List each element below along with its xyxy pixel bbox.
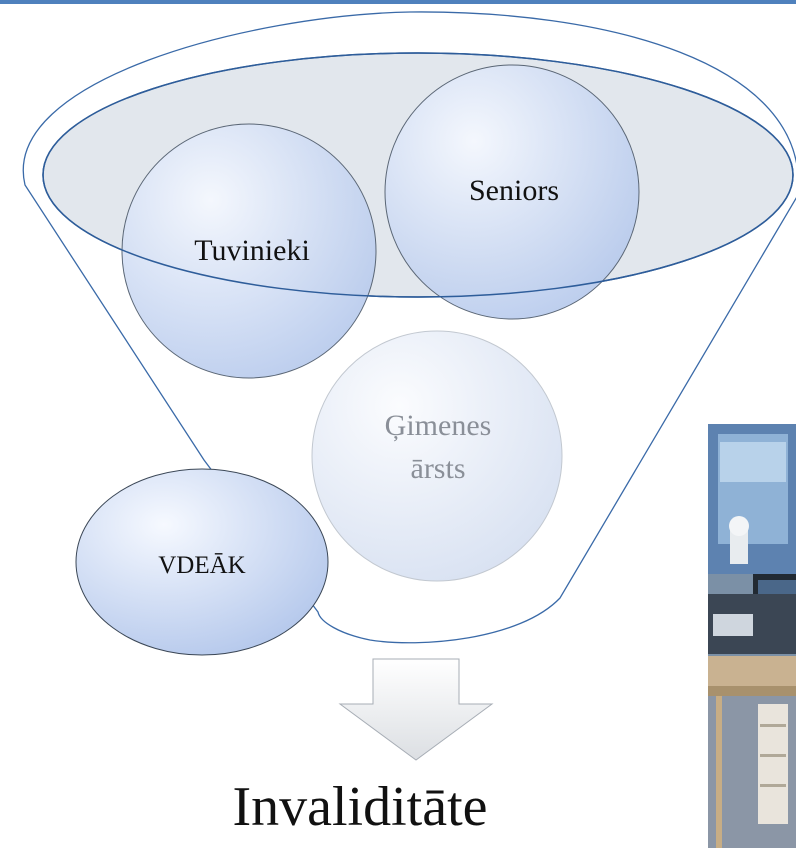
label-seniors: Seniors: [469, 174, 559, 207]
office-desk-photo: [708, 424, 796, 848]
label-tuvinieki: Tuvinieki: [194, 234, 310, 267]
bubble-tuvinieki: [121, 123, 377, 379]
label-vdeak: VDEĀK: [158, 552, 246, 579]
result-label: Invaliditāte: [232, 776, 488, 838]
label-gimenes: Ģimenes: [385, 409, 492, 442]
bubble-gimenes-arsts: [311, 330, 563, 582]
funnel-top-ellipse-rim: [42, 52, 794, 298]
bubble-vdeak: [75, 468, 329, 656]
down-arrow-icon: [338, 658, 494, 761]
top-accent-line: [0, 0, 796, 4]
funnel-outline: [22, 11, 796, 644]
bubble-seniors: [384, 64, 640, 320]
label-arsts: ārsts: [411, 452, 466, 485]
